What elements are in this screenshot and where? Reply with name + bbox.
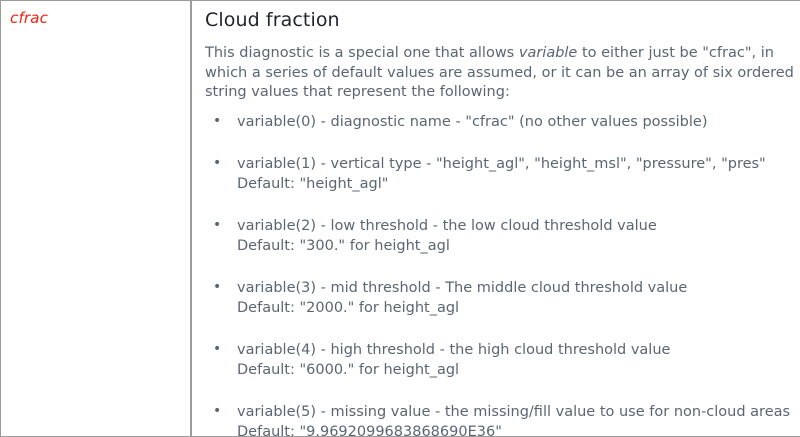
list-item-main: variable(4) - high threshold - the high …: [237, 342, 671, 358]
list-item: variable(5) - missing value - the missin…: [205, 402, 800, 437]
diagnostic-description-cell: Cloud fraction This diagnostic is a spec…: [191, 1, 800, 436]
list-item-main: variable(5) - missing value - the missin…: [237, 404, 791, 420]
diagnostic-name-cell: cfrac: [1, 1, 191, 436]
intro-paragraph: This diagnostic is a special one that al…: [205, 44, 800, 103]
intro-line-3: string values that represent the followi…: [205, 84, 510, 100]
list-item-default: Default: "6000." for height_agl: [237, 361, 460, 378]
list-item-main: variable(0) - diagnostic name - "cfrac" …: [237, 113, 708, 130]
intro-line-1-text-a: This diagnostic is a special one that al…: [205, 45, 519, 61]
list-item-default: Default: "2000." for height_agl: [237, 299, 460, 316]
intro-line-1-text-b: to either just be "cfrac", in: [577, 45, 774, 61]
list-item: variable(0) - diagnostic name - "cfrac" …: [205, 112, 800, 133]
list-item-main: variable(1) - vertical type - "height_ag…: [237, 156, 766, 172]
list-item-default: Default: "300." for height_agl: [237, 237, 450, 254]
list-item-default: Default: "9.9692099683868690E36": [237, 423, 502, 437]
list-item-main: variable(3) - mid threshold - The middle…: [237, 280, 688, 296]
list-item-default: Default: "height_agl": [237, 175, 389, 192]
list-item: variable(3) - mid threshold - The middle…: [205, 278, 800, 318]
intro-line-2: which a series of default values are ass…: [205, 64, 794, 81]
list-item-main: variable(2) - low threshold - the low cl…: [237, 218, 657, 234]
diagnostic-name-label: cfrac: [10, 9, 49, 27]
list-item: variable(1) - vertical type - "height_ag…: [205, 154, 800, 194]
variable-list: variable(0) - diagnostic name - "cfrac" …: [205, 112, 800, 437]
section-title: Cloud fraction: [205, 9, 340, 31]
list-item: variable(4) - high threshold - the high …: [205, 340, 800, 380]
list-item: variable(2) - low threshold - the low cl…: [205, 216, 800, 256]
intro-line-1: This diagnostic is a special one that al…: [205, 44, 800, 64]
variable-emphasis: variable: [518, 45, 578, 61]
